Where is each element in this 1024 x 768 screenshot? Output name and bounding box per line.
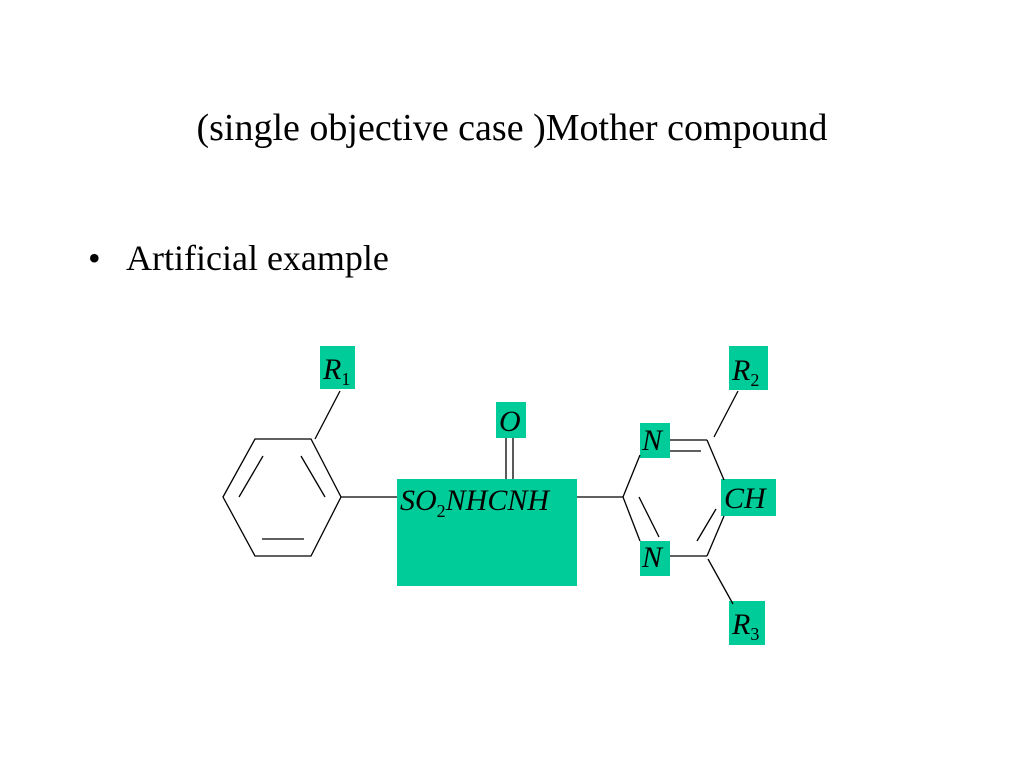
highlight-boxes bbox=[320, 346, 776, 645]
bullet-icon: • bbox=[88, 238, 101, 278]
ring-ch-highlight bbox=[721, 479, 776, 516]
ring-ch-label: CH bbox=[724, 482, 768, 515]
bond-pyrimidine-r3 bbox=[707, 558, 734, 605]
ring-n-bottom-label: N bbox=[641, 541, 664, 574]
pyrimidine-bond-bottom-right-inner bbox=[696, 508, 717, 542]
r3-highlight bbox=[729, 601, 765, 645]
r2-highlight bbox=[729, 346, 768, 390]
pyrimidine-bond-bottom-right bbox=[706, 515, 725, 557]
r3-label: R3 bbox=[731, 608, 759, 644]
slide-title: (single objective case )Mother compound bbox=[196, 107, 828, 149]
linker-label: SO2NHCNH bbox=[400, 484, 551, 521]
benzene-inner-bond-right bbox=[300, 455, 326, 498]
connecting-bonds bbox=[314, 390, 739, 605]
benzene-ring bbox=[222, 438, 342, 557]
bullet-text: Artificial example bbox=[126, 238, 389, 278]
pyrimidine-bond-left-inner bbox=[638, 496, 660, 538]
pyrimidine-bond-lower-left bbox=[622, 496, 641, 542]
pyrimidine-ring bbox=[622, 439, 725, 557]
linker-highlight bbox=[397, 479, 577, 586]
carbonyl-o-highlight bbox=[496, 402, 526, 438]
benzene-inner-bond-left bbox=[238, 455, 264, 498]
r2-label: R2 bbox=[731, 354, 759, 390]
pyrimidine-bond-top-right bbox=[706, 439, 725, 481]
ring-n-top-label: N bbox=[641, 424, 664, 457]
bond-pyrimidine-r2 bbox=[713, 390, 739, 438]
r1-highlight bbox=[320, 346, 355, 389]
carbonyl-o-label: O bbox=[499, 405, 521, 438]
bullet-item: • Artificial example bbox=[88, 232, 389, 284]
pyrimidine-bond-upper-left bbox=[622, 454, 641, 498]
ring-n-bottom-highlight bbox=[640, 541, 670, 576]
ring-n-top-highlight bbox=[640, 423, 670, 458]
bond-benzene-r1 bbox=[314, 390, 341, 440]
diagram-labels: R1 R2 R3 O SO2NHCNH N N CH bbox=[322, 353, 768, 644]
r1-label: R1 bbox=[322, 353, 350, 389]
